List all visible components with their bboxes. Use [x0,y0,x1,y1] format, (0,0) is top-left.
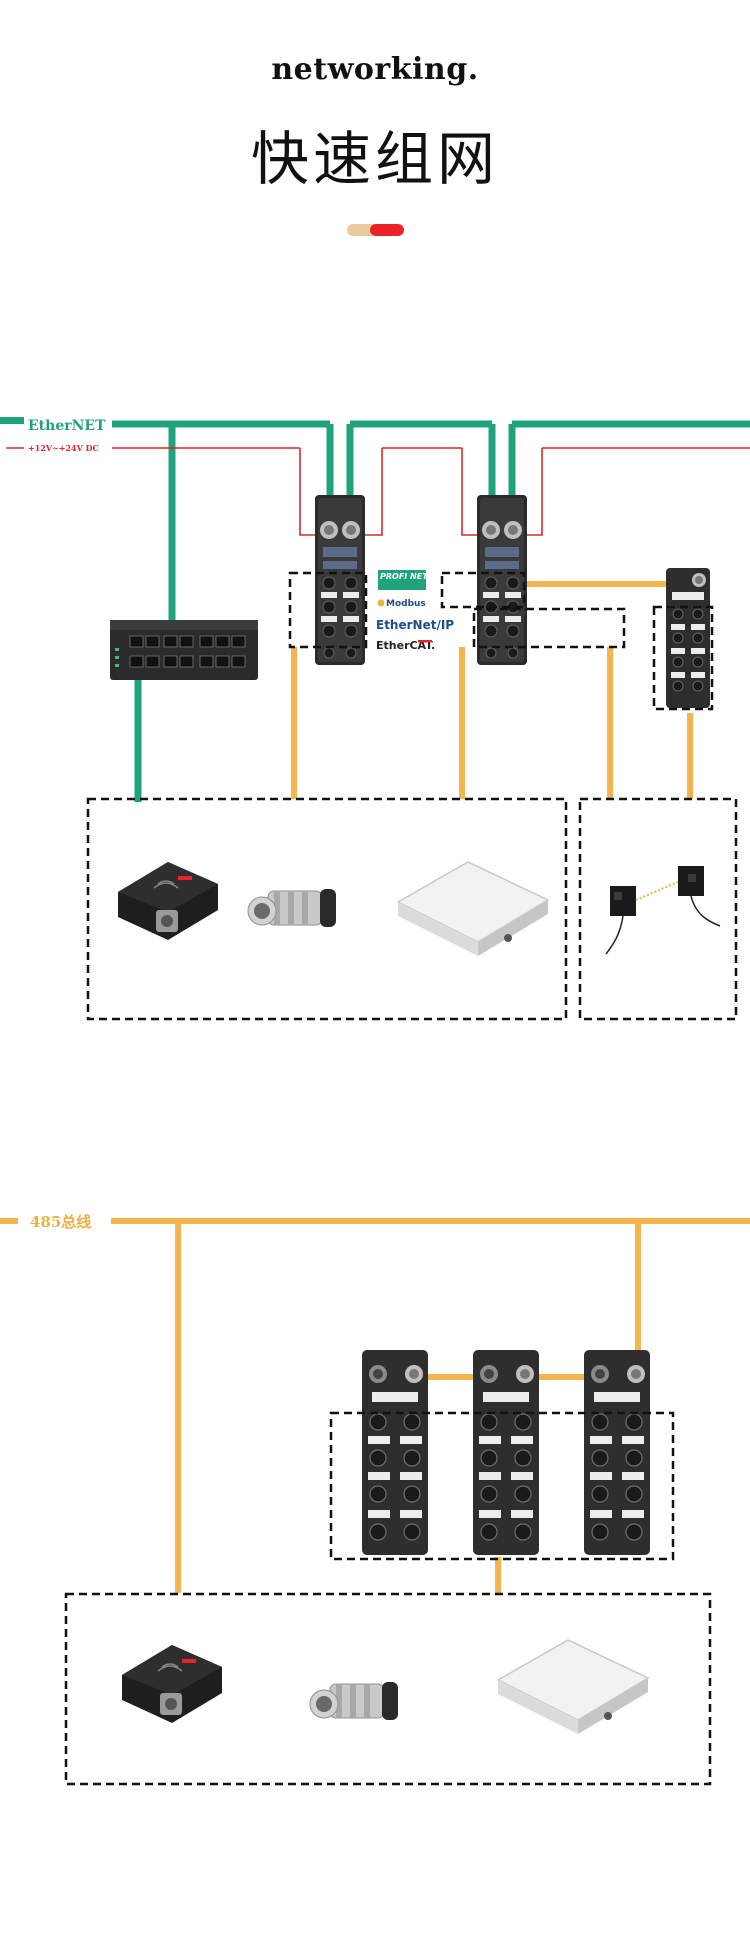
title-en: networking. [271,52,479,87]
bus485-lines [111,1218,750,1595]
protocol-modbus: Modbus [386,599,426,609]
io-module-icon [472,1349,540,1556]
accent-pill-red [370,224,404,236]
rfid-antenna-icon [397,861,549,957]
io-module-icon [476,494,528,666]
rfid-antenna-icon [497,1639,649,1735]
io-module-icon [583,1349,651,1556]
ethernet-label: EtherNET [28,418,106,434]
photoelectric-sensor-icon [605,865,721,955]
proximity-sensor-icon [309,1681,399,1721]
io-module-icon [665,567,711,709]
rfid-reader-icon [117,861,219,941]
bus485-line-stub [0,1218,18,1224]
dashed-boxes-s2 [64,1411,712,1786]
title-zh: 快速组网 [250,125,499,193]
protocol-ethernetip: EtherNet/IP [376,618,454,632]
orange-lines-s1 [291,575,693,799]
protocol-profinet: PROFI NET [380,572,428,581]
ethernet-lines [0,420,750,802]
power-label: +12V~+24V DC [28,443,99,453]
dashed-boxes-s1 [86,571,738,1021]
protocol-logos: PROFI NET Modbus EtherNet/IP EtherCAT. [376,570,454,652]
proximity-sensor-icon [247,888,337,928]
bus485-label: 485总线 [30,1213,91,1231]
modbus-dot-icon [377,599,385,607]
io-module-icon [314,494,366,666]
ethernet-line-stub [0,417,24,424]
switch-icon [110,620,258,680]
io-module-icon [361,1349,429,1556]
rfid-reader-icon [121,1644,223,1724]
power-lines [112,447,750,536]
